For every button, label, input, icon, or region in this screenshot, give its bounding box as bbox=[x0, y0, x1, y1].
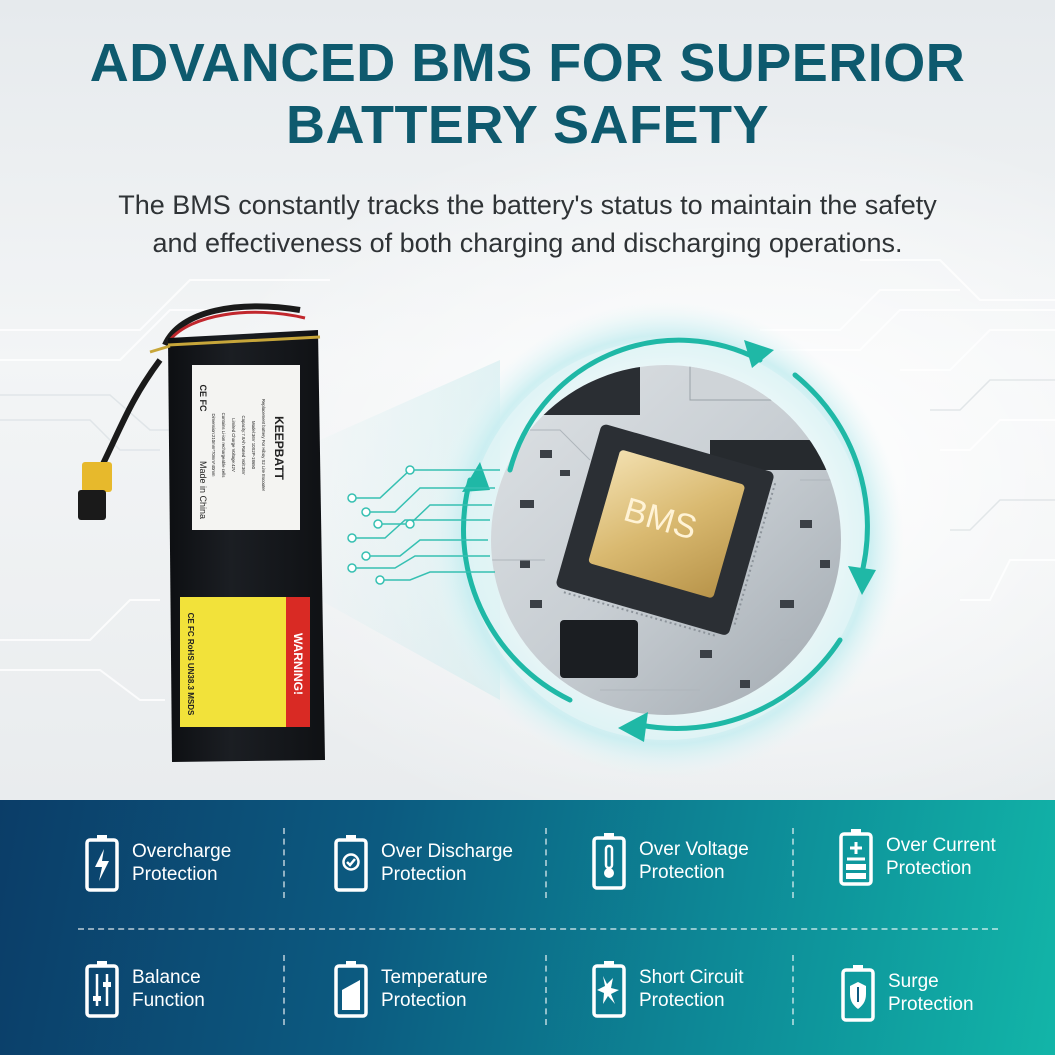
column-divider bbox=[545, 828, 547, 898]
battery-bolt-icon bbox=[85, 835, 119, 892]
signal-lines bbox=[352, 469, 500, 581]
battery-spark-icon bbox=[592, 961, 626, 1018]
row-divider bbox=[78, 928, 998, 930]
feature-line1: Over Discharge bbox=[381, 841, 513, 862]
feature-line2: Protection bbox=[886, 858, 972, 879]
page-title: ADVANCED BMS FOR SUPERIOR BATTERY SAFETY bbox=[0, 32, 1055, 156]
arrow-heads bbox=[462, 340, 876, 742]
feature-line2: Protection bbox=[888, 994, 974, 1015]
battery-thermometer-icon bbox=[592, 833, 626, 890]
subtitle-line-1: The BMS constantly tracks the battery's … bbox=[118, 190, 937, 220]
warning-title: WARNING! bbox=[291, 633, 305, 695]
feature-line1: Short Circuit bbox=[639, 967, 744, 988]
battery-label-line5: Contains Li-ion rechargeable cells bbox=[221, 413, 226, 478]
battery-label-line4: Limited Charge Voltage:42V bbox=[231, 418, 236, 472]
hero-section: ADVANCED BMS FOR SUPERIOR BATTERY SAFETY… bbox=[0, 0, 1055, 800]
subtitle-line-2: and effectiveness of both charging and d… bbox=[152, 228, 903, 258]
battery-label-line2: Model:36V 10S2P-18650 bbox=[251, 421, 256, 470]
battery-shield-icon bbox=[841, 965, 875, 1022]
cycle-arrows bbox=[461, 337, 870, 731]
feature-line1: Overcharge bbox=[132, 841, 232, 862]
product-visual: BMS bbox=[78, 302, 904, 778]
battery-label-line3: Capacity:7.8Ah Rated Volt:36V bbox=[241, 415, 246, 474]
title-line-1: ADVANCED BMS FOR SUPERIOR bbox=[89, 33, 966, 93]
feature-line1: Over Current bbox=[886, 835, 996, 856]
feature-line1: Temperature bbox=[381, 967, 488, 988]
title-line-2: BATTERY SAFETY bbox=[285, 95, 770, 155]
circuit-background bbox=[0, 259, 1055, 701]
column-divider bbox=[283, 828, 285, 898]
battery-label-line6: Dimension:210mm*70mm*40mm bbox=[211, 413, 216, 476]
battery-label-line1: Replacement battery For Hiboy S2 Lite Es… bbox=[261, 399, 266, 492]
battery-plus-minus-icon bbox=[839, 829, 873, 886]
column-divider bbox=[792, 955, 794, 1025]
battery-pack bbox=[78, 303, 325, 762]
page-subtitle: The BMS constantly tracks the battery's … bbox=[90, 186, 965, 262]
battery-cert-marks: CE FC bbox=[198, 385, 208, 413]
battery-made-in: Made in China bbox=[198, 461, 208, 519]
feature-line1: Over Voltage bbox=[639, 839, 749, 860]
column-divider bbox=[792, 828, 794, 898]
feature-line1: Balance bbox=[132, 967, 201, 988]
column-divider bbox=[545, 955, 547, 1025]
feature-line2: Protection bbox=[381, 864, 467, 885]
feature-line2: Protection bbox=[639, 990, 725, 1011]
feature-line2: Protection bbox=[381, 990, 467, 1011]
battery-brand: KEEPBATT bbox=[272, 416, 286, 480]
feature-line1: Surge bbox=[888, 971, 939, 992]
feature-line2: Function bbox=[132, 990, 205, 1011]
circuit-board-image: BMS bbox=[491, 365, 841, 715]
battery-check-icon bbox=[334, 835, 368, 892]
warning-certs: CE FC RoHS UN38.3 MSDS bbox=[186, 613, 195, 716]
column-divider bbox=[283, 955, 285, 1025]
battery-balance-icon bbox=[85, 961, 119, 1018]
battery-level-icon bbox=[334, 961, 368, 1018]
feature-line2: Protection bbox=[132, 864, 218, 885]
feature-line2: Protection bbox=[639, 862, 725, 883]
